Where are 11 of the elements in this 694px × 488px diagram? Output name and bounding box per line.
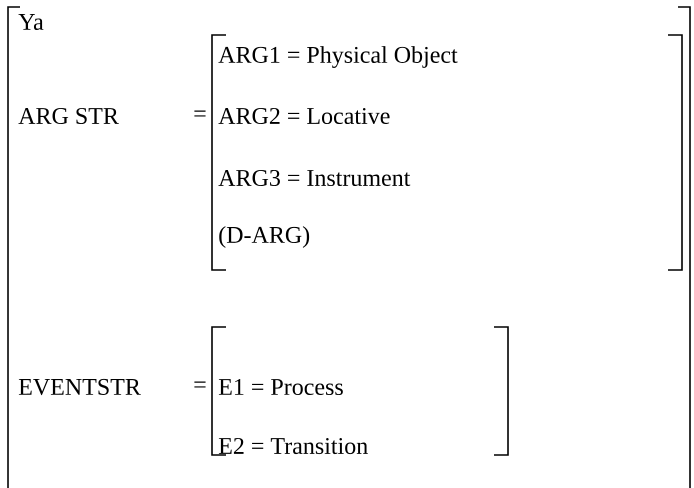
label: E2 = Transition — [218, 438, 368, 454]
label: ARG1 = Physical Object — [218, 46, 458, 68]
label: = — [194, 382, 206, 388]
label: ARG STR — [18, 108, 119, 124]
label: EVENTSTR — [18, 378, 141, 396]
label: ARG2 = Locative — [218, 108, 390, 124]
label: (D-ARG) — [219, 226, 310, 248]
label: = — [194, 110, 206, 116]
label: E1 = Process — [218, 378, 343, 396]
label: Ya — [18, 14, 44, 30]
label: ARG3 = Instrument — [218, 170, 410, 186]
